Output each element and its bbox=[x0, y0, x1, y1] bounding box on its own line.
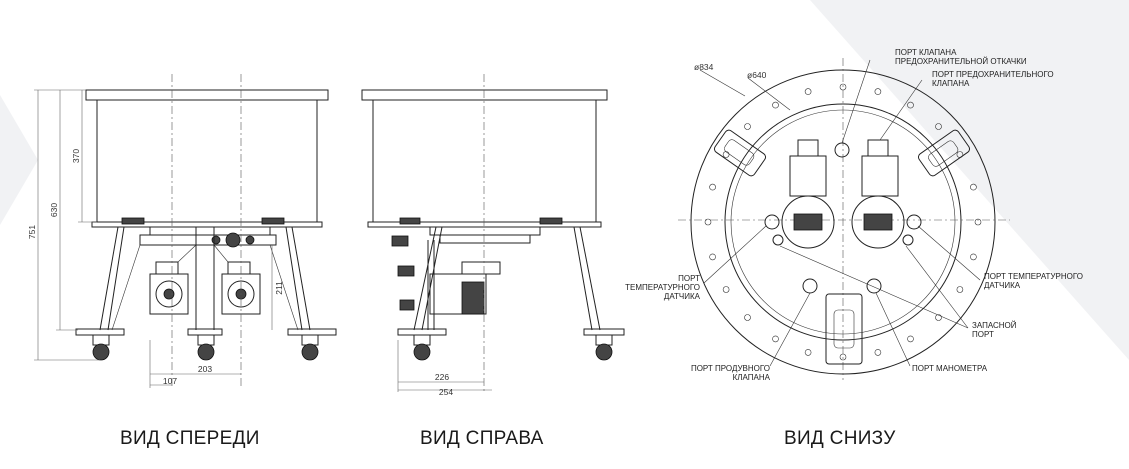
callout-relief-port-line1: ПОРТ КЛАПАНА bbox=[895, 48, 957, 57]
bolt-hole bbox=[839, 353, 847, 361]
callout-temp-left-line3: ДАТЧИКА bbox=[664, 292, 701, 301]
bolt-hole bbox=[935, 123, 942, 130]
callout-temp-left-line2: ТЕМПЕРАТУРНОГО bbox=[625, 283, 700, 292]
bolt-hole bbox=[744, 123, 751, 130]
dim-211: 211 bbox=[274, 281, 284, 295]
bolt-hole bbox=[709, 183, 716, 191]
dim-370: 370 bbox=[71, 149, 81, 163]
dim-630: 630 bbox=[49, 203, 59, 217]
bolt-hole bbox=[722, 286, 730, 293]
callout-safety-port-line2: КЛАПАНА bbox=[932, 79, 970, 88]
bolt-hole bbox=[874, 88, 882, 95]
bolt-hole bbox=[744, 314, 751, 321]
dim-640: ø640 bbox=[747, 70, 767, 80]
bolt-hole bbox=[974, 218, 982, 226]
bolt-hole bbox=[970, 253, 977, 261]
right-dimension-labels: 226 254 bbox=[435, 372, 453, 397]
bolt-hole bbox=[704, 218, 712, 226]
front-view-title: ВИД СПЕРЕДИ bbox=[120, 428, 260, 449]
callout-temp-right-line2: ДАТЧИКА bbox=[984, 281, 1021, 290]
bolt-hole bbox=[907, 101, 914, 109]
dim-226: 226 bbox=[435, 372, 449, 382]
bolt-hole bbox=[772, 101, 779, 109]
bolt-hole bbox=[722, 151, 730, 158]
bolt-hole bbox=[839, 83, 847, 91]
right-view-drawing bbox=[361, 74, 625, 392]
callout-purge-line1: ПОРТ ПРОДУВНОГО bbox=[691, 364, 770, 373]
bolt-hole bbox=[907, 335, 914, 343]
callout-spare-line1: ЗАПАСНОЙ bbox=[972, 321, 1017, 330]
bolt-hole bbox=[874, 349, 882, 356]
callout-manometer: ПОРТ МАНОМЕТРА bbox=[912, 364, 988, 373]
callout-temp-left-line1: ПОРТ bbox=[678, 274, 700, 283]
right-view-title: ВИД СПРАВА bbox=[420, 428, 544, 449]
callout-safety-port-line1: ПОРТ ПРЕДОХРАНИТЕЛЬНОГО bbox=[932, 70, 1054, 79]
dim-751: 751 bbox=[27, 225, 37, 239]
bolt-hole bbox=[970, 183, 977, 191]
callout-spare-line2: ПОРТ bbox=[972, 330, 994, 339]
bolt-hole bbox=[804, 88, 812, 95]
bottom-view-drawing bbox=[678, 58, 1010, 380]
callout-relief-port-line2: ПРЕДОХРАНИТЕЛЬНОЙ ОТКАЧКИ bbox=[895, 57, 1027, 66]
callout-temp-right-line1: ПОРТ ТЕМПЕРАТУРНОГО bbox=[984, 272, 1083, 281]
dim-107: 107 bbox=[163, 376, 177, 386]
front-view-drawing bbox=[34, 74, 337, 388]
bolt-hole bbox=[772, 335, 779, 343]
bottom-view-labels: ø834 ø640 ПОРТ КЛАПАНА ПРЕДОХРАНИТЕЛЬНОЙ… bbox=[625, 48, 1083, 382]
bolt-hole bbox=[956, 286, 964, 293]
bottom-view-title: ВИД СНИЗУ bbox=[784, 428, 896, 449]
bolt-hole bbox=[935, 314, 942, 321]
dim-203: 203 bbox=[198, 364, 212, 374]
dim-254: 254 bbox=[439, 387, 453, 397]
bolt-hole bbox=[709, 253, 716, 261]
bolt-hole bbox=[804, 349, 812, 356]
callout-purge-line2: КЛАПАНА bbox=[733, 373, 771, 382]
dim-834: ø834 bbox=[694, 62, 714, 72]
front-dimension-labels: 751 630 370 211 107 203 bbox=[27, 149, 284, 386]
